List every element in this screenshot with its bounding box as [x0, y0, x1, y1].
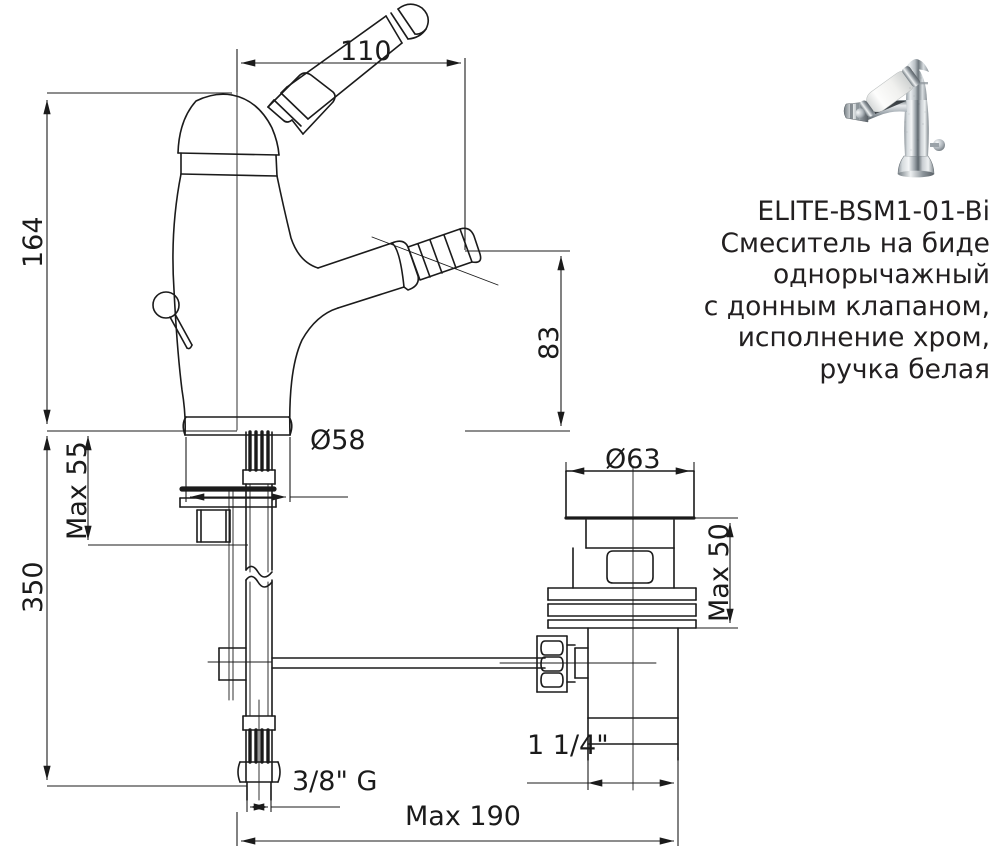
product-description: ELITE-BSM1-01-Bi Смеситель на биде однор… [703, 196, 990, 385]
dim-label-83: 83 [534, 325, 565, 360]
dim-label-350: 350 [18, 561, 49, 613]
dim-label-max-55: Max 55 [62, 441, 93, 540]
dim-label-164: 164 [18, 216, 49, 268]
dim-label-110: 110 [340, 36, 392, 67]
dim-label-3-8-g: 3/8" G [292, 766, 378, 797]
dim-label-1-1-4-inch: 1 1/4" [527, 730, 609, 761]
dim-label-diameter-63: Ø63 [605, 444, 661, 475]
dim-label-max-50: Max 50 [704, 523, 735, 622]
dim-label-diameter-58: Ø58 [310, 425, 366, 456]
dim-label-max-190: Max 190 [405, 801, 521, 832]
product-photo [843, 59, 945, 178]
